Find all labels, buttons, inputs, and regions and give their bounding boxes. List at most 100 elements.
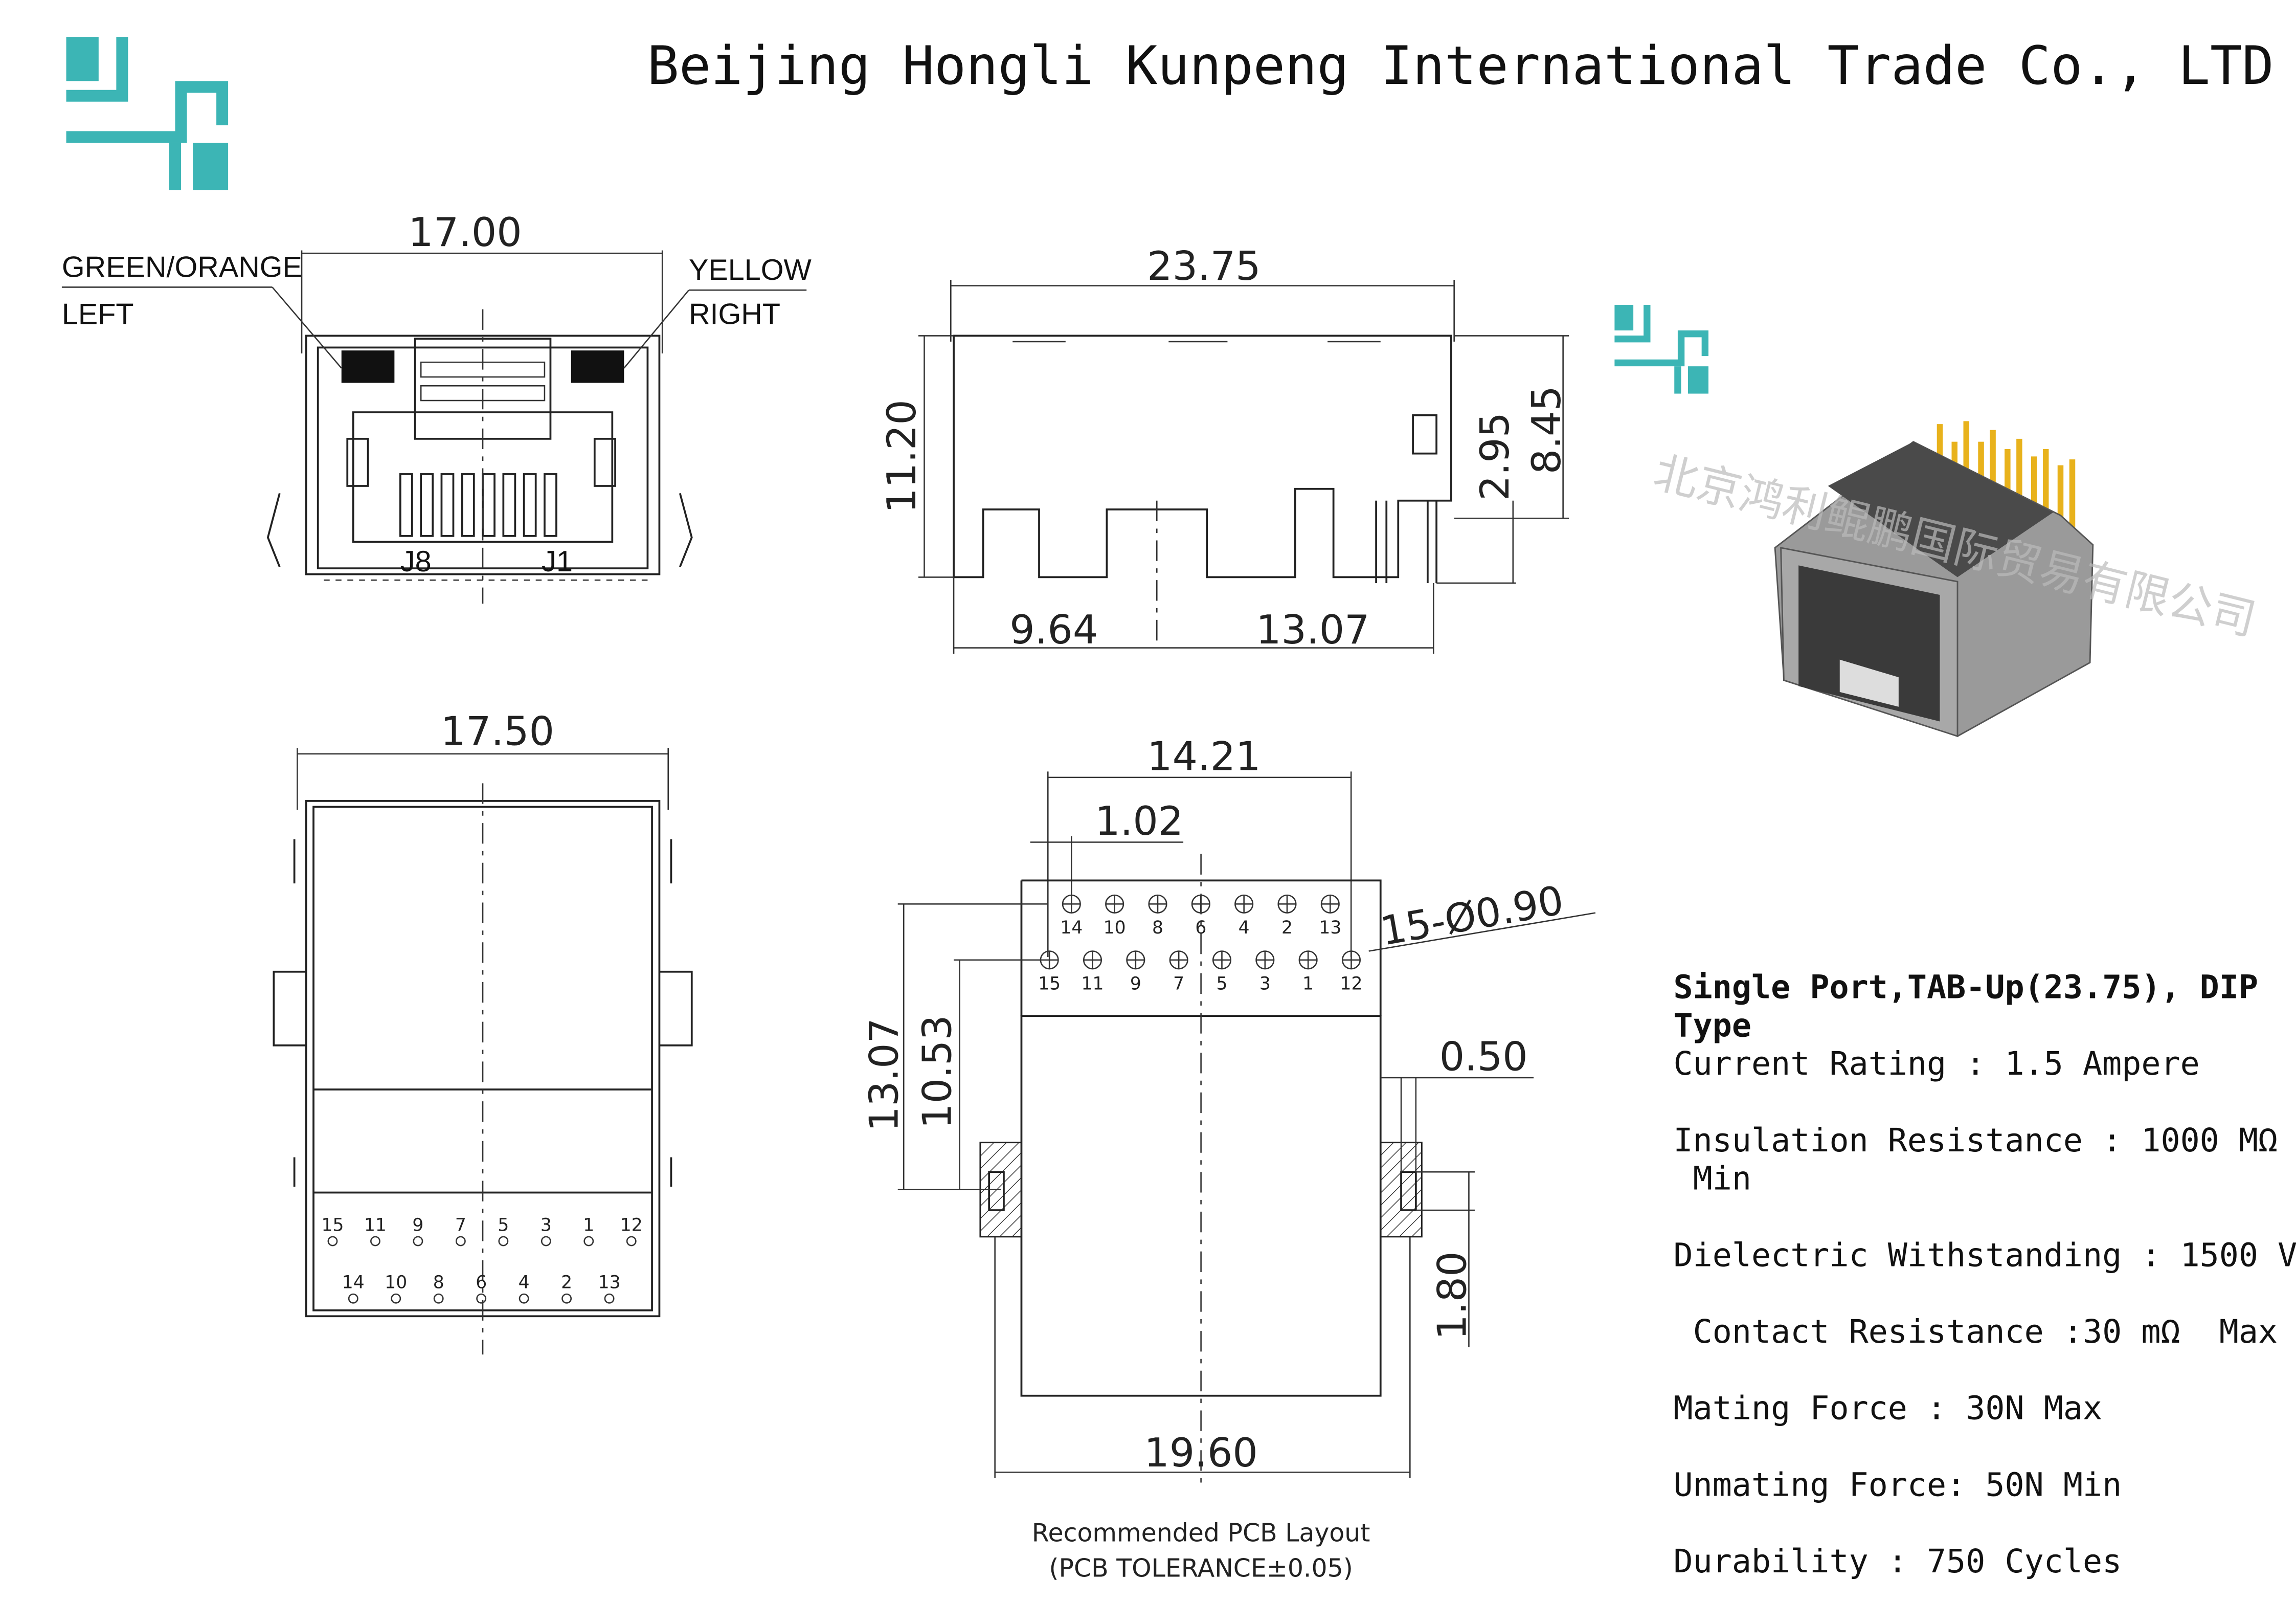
bottom-pin-label: 8: [433, 1273, 444, 1293]
spec-current-rating: Current Rating : 1.5 Ampere: [1674, 1044, 2200, 1082]
dim-1-80: 1.80: [1430, 1251, 1476, 1340]
pcb-caption: Recommended PCB Layout: [1032, 1519, 1370, 1548]
pcb-pin-label: 4: [1239, 918, 1250, 938]
pin-hole-icon: [327, 1236, 338, 1247]
hole-crosshair: [1063, 895, 1081, 913]
hole-crosshair: [1169, 951, 1188, 969]
pcb-pin-label: 14: [1060, 918, 1083, 938]
spec-insulation-resistance: Insulation Resistance : 1000 MΩ: [1674, 1121, 2278, 1159]
bottom-pin-label: 7: [455, 1215, 466, 1235]
pcb-pin-label: 7: [1173, 973, 1184, 994]
dim-17-50: 17.50: [441, 709, 554, 755]
bottom-pin-label: 10: [385, 1273, 407, 1293]
hole-crosshair: [1278, 895, 1296, 913]
dim-13-07-pcb: 13.07: [862, 1018, 908, 1131]
pin-hole-icon: [370, 1236, 380, 1247]
led-label-yellow: YELLOW: [689, 254, 812, 286]
bottom-pin-label: 1: [583, 1215, 594, 1235]
pcb-pin-label: 9: [1130, 973, 1141, 994]
led-label-right: RIGHT: [689, 298, 780, 330]
bottom-pin-label: 14: [342, 1273, 365, 1293]
hole-crosshair: [1192, 895, 1210, 913]
small-logo: [1614, 304, 1709, 394]
hole-crosshair: [1106, 895, 1123, 913]
side-view-drawing: 23.75 11.20 2.95 8.45 9.64 13.07: [879, 243, 1570, 654]
holes-spec: 15-Ø0.90: [1377, 877, 1567, 954]
pcb-holes: 14 10 8 6 4 2 13 15 11 9 7 5 3 1 12: [1038, 894, 1363, 994]
pcb-pin-label: 13: [1319, 918, 1341, 938]
pcb-pin-label: 10: [1104, 918, 1126, 938]
pcb-pin-label: 6: [1195, 918, 1206, 938]
pcb-layout-drawing: 14.21 1.02 14 10 8 6 4 2 13 15 11 9 7 5 3 1 12 15-Ø0.9…: [862, 733, 1596, 1583]
dim-17-00: 17.00: [408, 210, 522, 256]
pin-hole-icon: [455, 1236, 466, 1247]
dim-11-20: 11.20: [879, 399, 925, 513]
pin-hole-icon: [348, 1293, 358, 1304]
pin-hole-icon: [626, 1236, 637, 1247]
hole-crosshair: [1235, 895, 1253, 913]
spec-title-line1: Single Port,TAB-Up(23.75), DIP: [1674, 968, 2259, 1006]
hole-crosshair: [1256, 951, 1274, 969]
pin-hole-icon: [583, 1236, 594, 1247]
bottom-pin-label: 5: [498, 1215, 509, 1235]
bottom-pin-label: 11: [364, 1215, 387, 1235]
hole-crosshair: [1149, 895, 1167, 913]
spec-list: Single Port,TAB-Up(23.75), DIP Type Curr…: [1674, 968, 2296, 1580]
hole-crosshair: [1299, 951, 1317, 969]
spec-durability: Durability : 750 Cycles: [1674, 1542, 2122, 1580]
spec-title-line2: Type: [1674, 1006, 1751, 1044]
pcb-pin-label: 11: [1082, 973, 1104, 994]
dim-8-45: 8.45: [1524, 386, 1570, 474]
pin-hole-icon: [413, 1236, 423, 1247]
pin-hole-icon: [433, 1293, 444, 1304]
pcb-pin-label: 1: [1302, 973, 1314, 994]
pin-hole-icon: [561, 1293, 572, 1304]
spec-contact-resistance: Contact Resistance :30 mΩ Max: [1674, 1312, 2278, 1350]
front-view-drawing: 17.00 J8 J1 GREEN/ORANGE LEFT YELLOW RIG…: [62, 210, 812, 604]
dim-14-21: 14.21: [1147, 733, 1260, 780]
pcb-tolerance: (PCB TOLERANCE±0.05): [1049, 1554, 1353, 1583]
pin-hole-icon: [476, 1293, 487, 1304]
pin-hole-icon: [519, 1293, 529, 1304]
pin-hole-icon: [391, 1293, 401, 1304]
spec-unmating-force: Unmating Force: 50N Min: [1674, 1465, 2122, 1503]
dim-19-60: 19.60: [1144, 1430, 1257, 1476]
bottom-pin-label: 12: [620, 1215, 643, 1235]
pin-label-j1: J1: [542, 545, 573, 578]
pcb-pin-label: 5: [1217, 973, 1228, 994]
bottom-pin-label: 6: [476, 1273, 487, 1293]
led-label-green-orange: GREEN/ORANGE: [62, 251, 302, 283]
hole-crosshair: [1321, 895, 1339, 913]
company-logo: [66, 37, 229, 190]
bottom-pin-label: 13: [598, 1273, 621, 1293]
pin-hole-icon: [498, 1236, 509, 1247]
dim-1-02: 1.02: [1095, 798, 1183, 844]
pcb-pin-label: 15: [1038, 973, 1061, 994]
hole-crosshair: [1213, 951, 1231, 969]
pcb-pin-label: 2: [1281, 918, 1293, 938]
dim-9-64: 9.64: [1009, 607, 1098, 653]
bottom-pin-label: 15: [322, 1215, 344, 1235]
spec-dielectric: Dielectric Withstanding : 1500 V: [1674, 1236, 2296, 1274]
pcb-pin-label: 12: [1340, 973, 1363, 994]
pin-hole-icon: [604, 1293, 615, 1304]
hole-crosshair: [1084, 951, 1101, 969]
bottom-pin-label: 9: [412, 1215, 423, 1235]
led-label-left: LEFT: [62, 298, 134, 330]
bottom-pin-label: 2: [561, 1273, 572, 1293]
pcb-pin-label: 8: [1152, 918, 1163, 938]
dim-0-50: 0.50: [1439, 1034, 1528, 1080]
hole-crosshair: [1342, 951, 1360, 969]
company-name: Beijing Hongli Kunpeng International Tra…: [647, 35, 2274, 97]
spec-insulation-resistance-cont: Min: [1674, 1160, 1751, 1197]
bottom-pin-label: 4: [519, 1273, 530, 1293]
spec-mating-force: Mating Force : 30N Max: [1674, 1389, 2103, 1427]
pin-hole-icon: [541, 1236, 551, 1247]
dim-2-95: 2.95: [1472, 412, 1518, 501]
dim-23-75: 23.75: [1147, 243, 1260, 290]
dim-10-53: 10.53: [914, 1015, 960, 1128]
pcb-pin-label: 3: [1259, 973, 1271, 994]
